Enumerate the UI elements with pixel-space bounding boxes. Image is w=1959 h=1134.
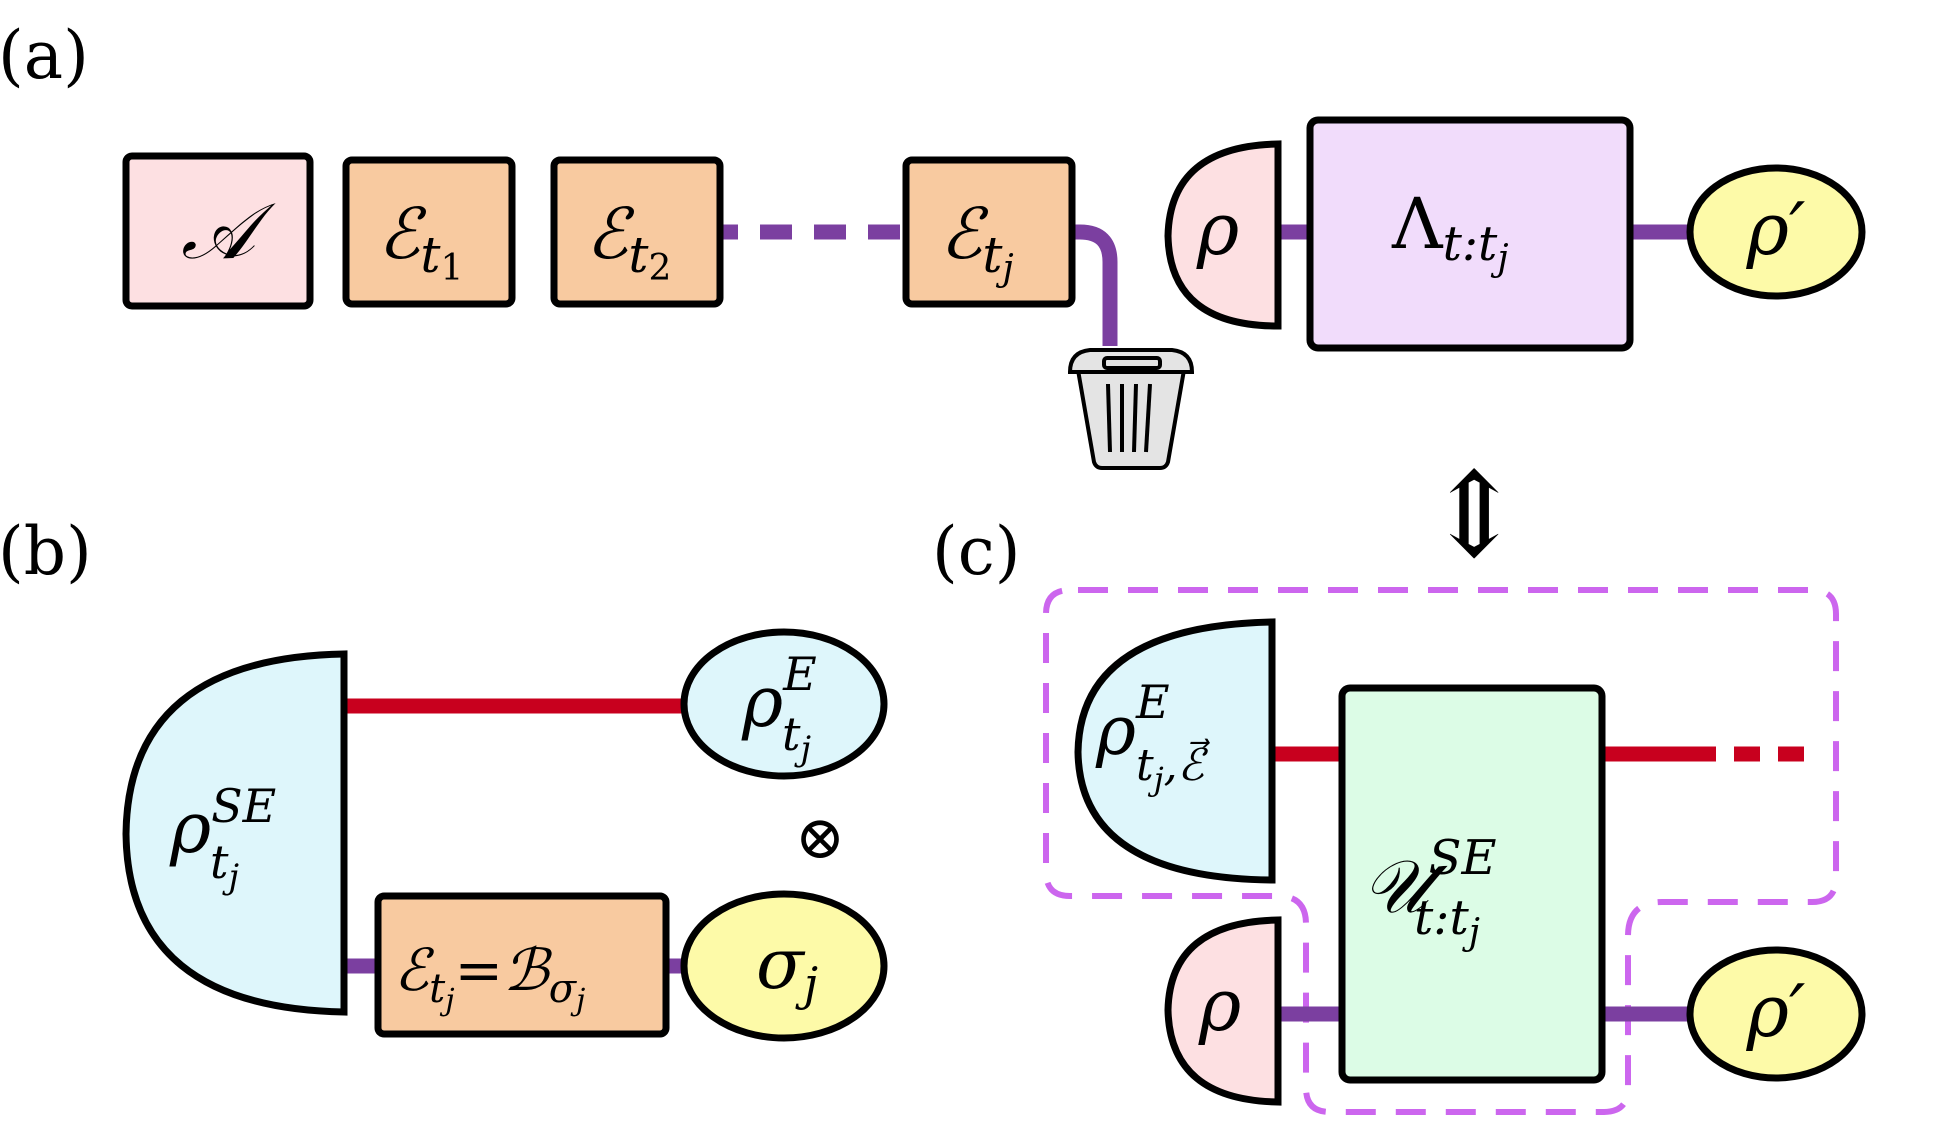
svg-text:tj: tj [210, 835, 240, 897]
state-rho-E-c: ρE tj,ℰ⃗ [1074, 618, 1276, 884]
svg-text:Λt:tj: Λt:tj [1391, 183, 1508, 279]
box-Lambda-sub: t:t [1443, 216, 1498, 272]
svg-text:ℰtj=ℬσj: ℰtj=ℬσj [394, 936, 585, 1018]
box-Lambda-label: Λ [1391, 183, 1444, 265]
state-rho-E-c-sub-tail: ,ℰ⃗ [1164, 738, 1211, 791]
box-Lambda: Λt:tj [1306, 116, 1634, 352]
panel-label-b: (b) [0, 513, 92, 590]
box-E-tj-label: ℰ [940, 193, 989, 275]
box-U-SE-sub: t:t [1414, 890, 1469, 946]
box-E-t1-label: ℰ [378, 193, 427, 275]
box-E-tj: ℰtj [902, 156, 1076, 308]
box-E-t1-subsub: 1 [440, 248, 463, 289]
svg-text:ℰt2: ℰt2 [586, 193, 671, 289]
box-channel-B: ℬ [503, 936, 553, 1004]
box-channel-eq: = [455, 936, 504, 1004]
state-rho-prime-c: ρ′ [1686, 946, 1866, 1082]
svg-text:ρSE: ρSE [169, 779, 276, 869]
state-rho-E-b: ρE tj [680, 628, 888, 780]
state-rho-E-c-label: ρ [1095, 692, 1136, 771]
svg-text:t:tj: t:tj [1414, 890, 1480, 953]
state-rho-SE-sup: SE [211, 779, 276, 833]
box-E-t1: ℰt1 [342, 156, 516, 308]
panel-label-c: (c) [932, 513, 1020, 590]
state-rho-prime-a: ρ′ [1686, 164, 1866, 300]
state-rho-c: ρ [1164, 916, 1282, 1106]
box-E-t2-label: ℰ [586, 193, 635, 275]
panel-label-a: (a) [0, 17, 89, 94]
state-rho-SE-sub: t [210, 835, 229, 889]
svg-text:ρE: ρE [1095, 675, 1170, 771]
box-channel-b: ℰtj=ℬσj [374, 892, 670, 1038]
state-rho-prime-a-label: ρ′ [1746, 187, 1806, 271]
state-sigma-j-label: σ [756, 923, 806, 1005]
box-E-t2: ℰt2 [550, 156, 724, 308]
state-rho-SE: ρSE tj [122, 650, 348, 1016]
box-U-SE: 𝒰SE t:tj [1338, 684, 1606, 1084]
box-E-tj-sub: t [982, 226, 1003, 284]
svg-text:tj,ℰ⃗: tj,ℰ⃗ [1136, 738, 1211, 798]
tensor-product-icon: ⊗ [795, 803, 845, 873]
state-rho-E-b-sub: t [782, 707, 801, 761]
box-E-t2-sub: t [628, 226, 649, 284]
box-channel-E: ℰ [394, 936, 435, 1004]
box-U-SE-sup: SE [1429, 830, 1497, 886]
state-rho-SE-label: ρ [169, 787, 211, 869]
box-E-t1-sub: t [420, 226, 441, 284]
svg-text:σj: σj [756, 923, 818, 1011]
state-sigma-j: σj [680, 890, 888, 1042]
panel-c-wires [1272, 746, 1812, 1022]
state-rho-a-label: ρ [1196, 187, 1239, 271]
svg-text:ℰtj: ℰtj [940, 193, 1014, 289]
svg-text:ℰt1: ℰt1 [378, 193, 463, 289]
equivalence-arrow-icon: ⇕ [1425, 446, 1524, 584]
box-channel-E-sub: t [429, 966, 446, 1012]
state-rho-prime-c-label: ρ′ [1746, 969, 1806, 1053]
trash-can-icon [1067, 348, 1195, 470]
state-rho-E-c-sub: t [1136, 740, 1154, 791]
box-E-t2-subsub: 2 [648, 248, 671, 289]
box-A: 𝒜 [122, 152, 314, 310]
svg-text:ρE: ρE [741, 647, 817, 743]
state-rho-E-b-label: ρ [741, 661, 783, 743]
state-rho-a: ρ [1164, 140, 1282, 330]
state-rho-E-c-sup: E [1135, 675, 1170, 729]
dashed-environment-boundary [1043, 587, 1839, 1115]
svg-text:tj: tj [782, 707, 812, 769]
state-rho-c-label: ρ [1198, 963, 1241, 1047]
state-rho-E-b-sup: E [782, 647, 817, 701]
box-channel-B-sub: σ [549, 966, 578, 1012]
